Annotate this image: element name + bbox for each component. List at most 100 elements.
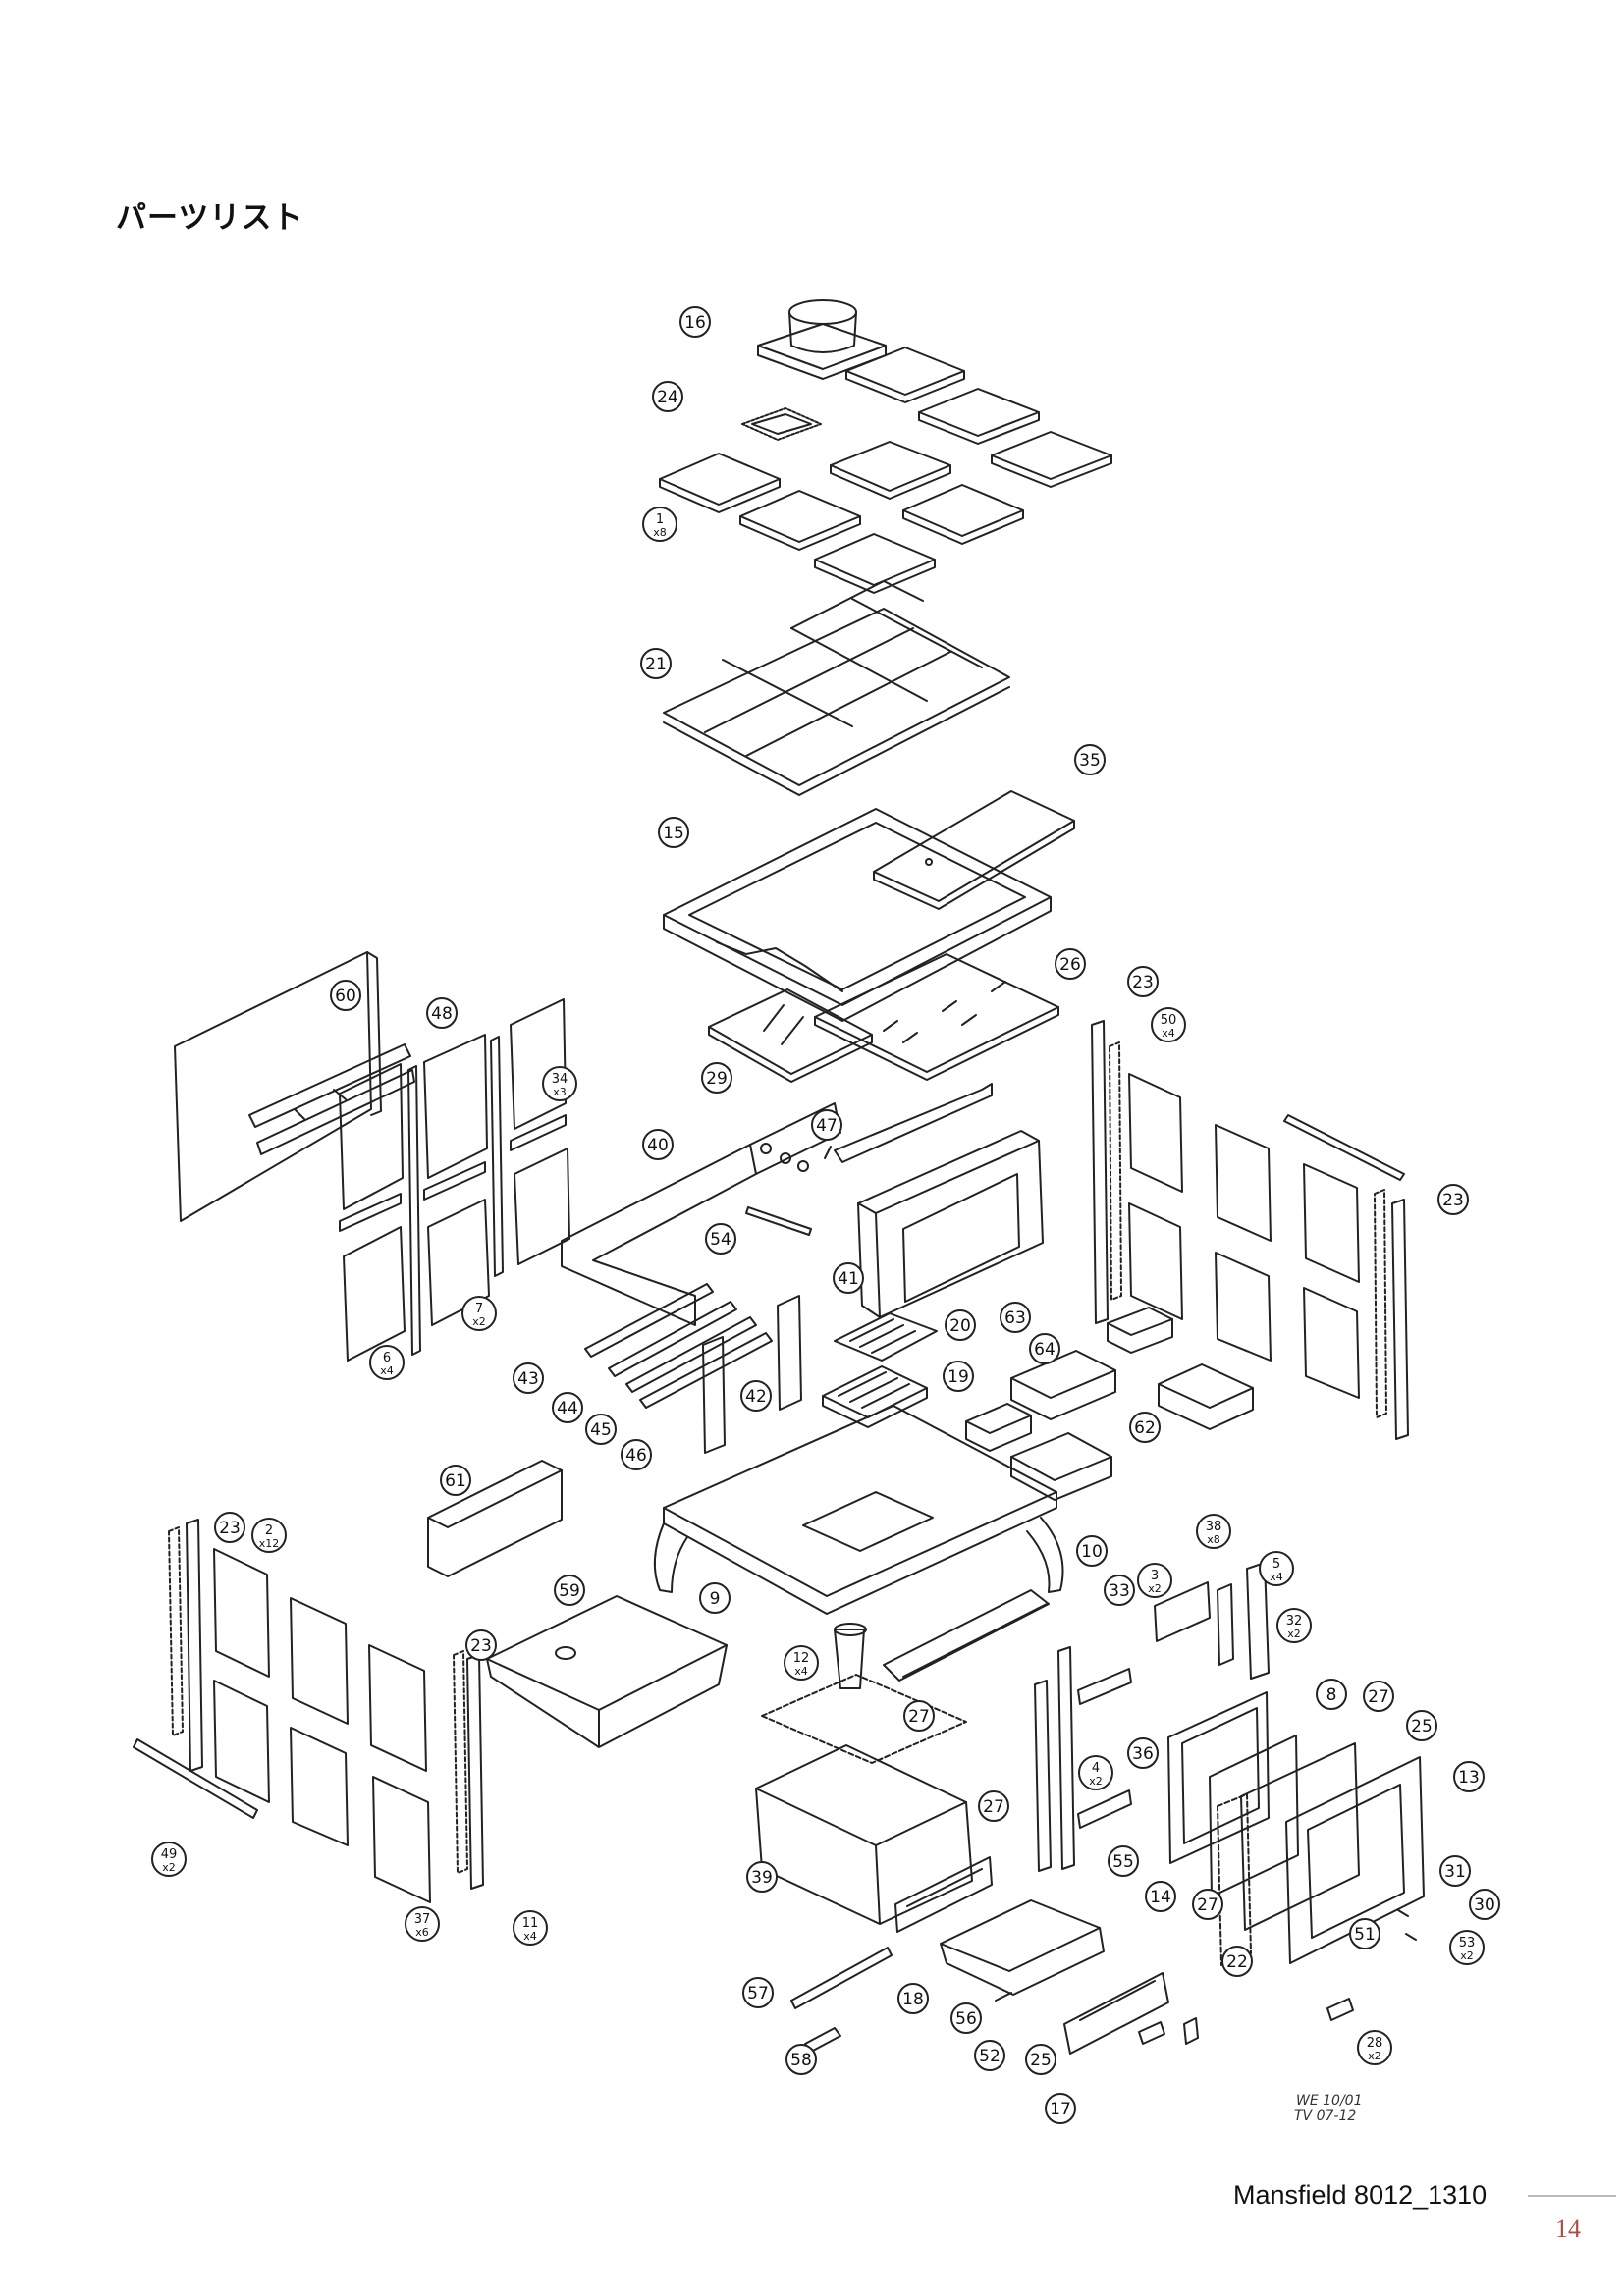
callout-number: 47	[816, 1116, 838, 1136]
part-60-48-brackets	[248, 1043, 415, 1155]
part-59-ash-pan	[486, 1595, 728, 1748]
callout-circle	[1104, 1575, 1135, 1606]
part-43-46-rods	[584, 1283, 773, 1409]
svg-text:TV 07-12: TV 07-12	[1294, 2109, 1356, 2124]
part-19-grate	[822, 1365, 928, 1428]
callout-quantity: x6	[415, 1926, 429, 1939]
callout-41: 41	[833, 1262, 864, 1294]
callout-number: 4	[1092, 1761, 1100, 1776]
part-2-37-lower-left-panels	[133, 1519, 484, 1903]
callout-1: 1x8	[642, 507, 677, 542]
callout-quantity: x2	[1460, 1949, 1474, 1962]
part-24-gasket	[741, 407, 822, 441]
callout-26: 26	[1055, 948, 1086, 980]
callout-circle	[679, 306, 711, 338]
callout-number: 64	[1034, 1340, 1056, 1360]
callout-number: 41	[838, 1269, 859, 1289]
callout-circle	[330, 980, 361, 1011]
callout-62: 62	[1129, 1412, 1161, 1443]
callout-circle	[978, 1790, 1009, 1822]
callout-circle	[833, 1262, 864, 1294]
part-42-posts	[702, 1295, 802, 1454]
callout-circle	[701, 1062, 732, 1094]
part-small-hardware	[995, 1992, 1199, 2045]
callout-circle	[513, 1910, 548, 1946]
callout-circle	[658, 817, 689, 848]
part-57-rail	[790, 1947, 893, 2009]
callout-23c: 23	[214, 1512, 245, 1543]
footer-rule	[1528, 2195, 1616, 2197]
callout-number: 29	[706, 1069, 728, 1089]
callout-number: 56	[955, 2009, 977, 2029]
part-29-glass	[708, 988, 873, 1083]
callout-circle	[465, 1629, 497, 1661]
callout-22: 22	[1221, 1946, 1253, 1977]
callout-circle	[621, 1439, 652, 1470]
callout-quantity: x2	[162, 1861, 176, 1874]
callout-number: 17	[1050, 2100, 1071, 2119]
callout-circle	[1363, 1681, 1394, 1712]
callout-quantity: x4	[1162, 1027, 1175, 1040]
callout-number: 12	[793, 1651, 810, 1666]
callout-46: 46	[621, 1439, 652, 1470]
part-35-baffle	[873, 790, 1075, 910]
callout-circle	[1137, 1563, 1172, 1598]
callout-number: 7	[475, 1302, 483, 1316]
callout-circle	[1145, 1881, 1176, 1912]
callout-circle	[1469, 1889, 1500, 1920]
callout-number: 25	[1411, 1717, 1433, 1736]
callout-64: 64	[1029, 1333, 1060, 1364]
callout-number: 16	[684, 313, 706, 333]
callout-33: 33	[1104, 1575, 1135, 1606]
callout-circle	[1439, 1855, 1471, 1887]
callout-number: 27	[983, 1797, 1004, 1817]
part-23-50-right-panels	[1091, 1020, 1409, 1440]
callout-circle	[513, 1362, 544, 1394]
callout-number: 62	[1134, 1418, 1156, 1438]
callout-circle	[785, 2044, 817, 2075]
callout-number: 60	[335, 987, 356, 1006]
callout-number: 31	[1444, 1862, 1466, 1882]
callout-number: 42	[745, 1387, 767, 1407]
callout-number: 46	[625, 1446, 647, 1466]
part-47-bracket	[824, 1083, 993, 1163]
callout-27b: 27	[978, 1790, 1009, 1822]
callout-circle	[426, 997, 458, 1029]
part-back-panel	[174, 951, 382, 1222]
callout-number: 27	[1368, 1687, 1389, 1707]
callout-circle	[640, 648, 672, 679]
part-41-firebox-frame	[857, 1130, 1044, 1318]
part-61-box	[427, 1460, 563, 1577]
callout-number: 23	[1442, 1191, 1464, 1210]
callout-quantity: x8	[1207, 1533, 1220, 1546]
callout-circle	[440, 1465, 471, 1496]
callout-56: 56	[950, 2002, 982, 2034]
callout-number: 22	[1226, 1952, 1248, 1972]
callout-59: 59	[554, 1575, 585, 1606]
callout-number: 27	[908, 1707, 930, 1727]
callout-number: 25	[1030, 2051, 1052, 2070]
callout-30: 30	[1469, 1889, 1500, 1920]
callout-number: 61	[445, 1471, 466, 1491]
part-20-grate	[834, 1312, 938, 1362]
callout-circle	[811, 1109, 842, 1141]
callout-circle	[251, 1518, 287, 1553]
callout-10: 10	[1076, 1535, 1108, 1567]
callout-20: 20	[945, 1309, 976, 1341]
callout-circle	[1316, 1679, 1347, 1710]
callout-quantity: x12	[259, 1537, 280, 1550]
callout-24: 24	[652, 381, 683, 412]
callout-25a: 25	[1025, 2044, 1056, 2075]
callout-circle	[1078, 1755, 1113, 1790]
callout-number: 14	[1150, 1888, 1171, 1907]
document-footer: Mansfield 8012_1310	[1233, 2180, 1488, 2210]
callout-52: 52	[974, 2040, 1005, 2071]
callout-circle	[1192, 1889, 1223, 1920]
callout-35: 35	[1074, 744, 1106, 775]
part-9-base	[653, 1405, 1064, 1615]
part-56-tray	[940, 1899, 1105, 1996]
